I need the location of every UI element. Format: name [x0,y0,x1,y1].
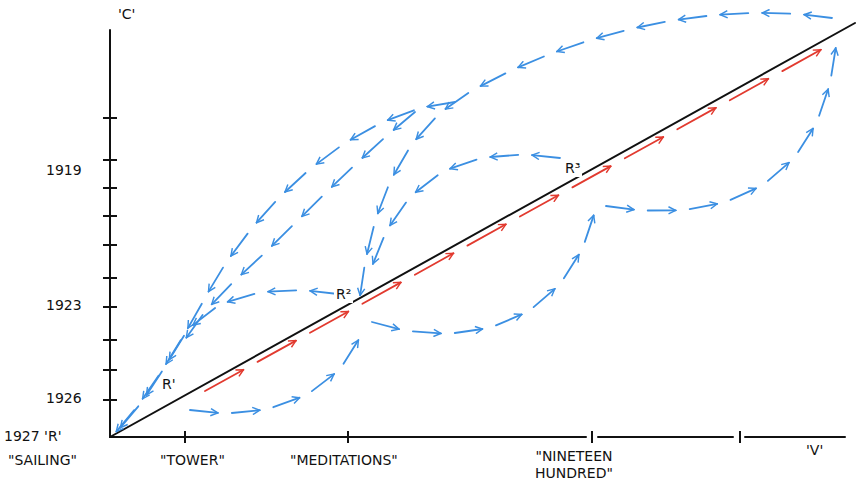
arrow-stroke [241,256,261,275]
arrow-stroke [394,151,408,175]
poem-label: "SAILING" [8,452,77,469]
arrow-stroke [731,188,757,200]
red-arrows [205,50,821,391]
arrow-stroke [762,12,790,15]
arrow-stroke [231,234,248,256]
arrow-stroke [372,322,399,329]
axis-label: 'V' [806,442,823,459]
arrow-stroke [351,126,375,140]
arrow-stroke [585,215,594,242]
point-label: R³ [563,160,582,177]
year-label: 1919 [46,162,82,179]
year-label: 1923 [46,297,82,314]
arrow-stroke [378,187,388,213]
arrow-stroke [416,118,435,139]
arrow-stroke [564,255,579,279]
arrow-stroke [768,163,789,181]
arrow-stroke [831,48,835,76]
poem-label: "NINETEEN HUNDRED" [522,448,626,482]
arrow-stroke [272,226,292,246]
year-label: 1927 'R' [4,428,62,445]
arrow-stroke [597,31,624,38]
poem-label: "MEDITATIONS" [290,452,398,469]
arrow-stroke [360,268,364,296]
arrow-stroke [268,290,296,291]
arrow-stroke [228,294,255,302]
arrow-stroke [344,340,359,364]
arrow-stroke [310,312,348,333]
blue-arrows [116,13,835,432]
arrow-stroke [690,204,718,209]
arrow-stroke [481,73,506,86]
arrow-stroke [302,197,322,217]
arrow-stroke [373,238,384,264]
arrow-stroke [212,284,232,304]
arrow-stroke [532,155,560,158]
arrow-stroke [625,137,664,158]
arrow-stroke [520,195,559,216]
arrow-stroke [637,22,664,28]
arrow-stroke [677,108,716,129]
arrow-stroke [679,16,707,20]
axes [110,23,855,437]
arrow-stroke [490,155,518,157]
arrow-stroke [258,341,297,362]
arrow-stroke [798,128,813,152]
arrow-stroke [427,102,455,107]
arrow-stroke [518,57,544,68]
arrow-stroke [730,79,769,100]
poem-label: "TOWER" [160,452,225,469]
arrow-stroke [285,173,306,192]
arrow-stroke [648,209,676,211]
point-label: R² [334,286,353,303]
arrow-stroke [467,224,506,245]
arrow-stroke [606,206,634,210]
arrow-stroke [367,227,374,254]
arrow-stroke [445,93,468,109]
arrow-stroke [209,268,224,292]
arrow-stroke [362,282,401,303]
arrow-stroke [390,203,406,226]
year-label: 1926 [46,390,82,407]
arrow-stroke [169,336,184,360]
arrow-stroke [257,202,276,223]
axis-ticks [103,118,740,443]
arrow-stroke [232,410,260,413]
arrow-stroke [120,406,138,427]
axis-label: 'C' [118,6,135,23]
point-label: R' [160,376,178,393]
arrow-stroke [557,42,584,51]
arrow-stroke [450,160,476,169]
arrow-stroke [804,15,832,18]
arrow-stroke [190,410,218,413]
arrow-stroke [312,374,334,391]
arrow-stroke [416,175,438,192]
arrow-stroke [819,89,828,116]
arrow-stroke [273,398,299,408]
arrow-stroke [205,370,244,391]
arrow-stroke [782,50,821,71]
arrow-stroke [332,168,352,187]
arrow-stroke [186,315,202,338]
arrow-stroke [455,329,483,333]
arrow-stroke [496,314,522,325]
arrow-stroke [413,331,441,333]
arrow-stroke [316,147,339,164]
arrow-stroke [534,289,555,307]
arrow-stroke [394,112,415,130]
arrow-stroke [362,139,383,158]
arrow-stroke [415,253,454,274]
arrow-stroke [720,13,748,15]
